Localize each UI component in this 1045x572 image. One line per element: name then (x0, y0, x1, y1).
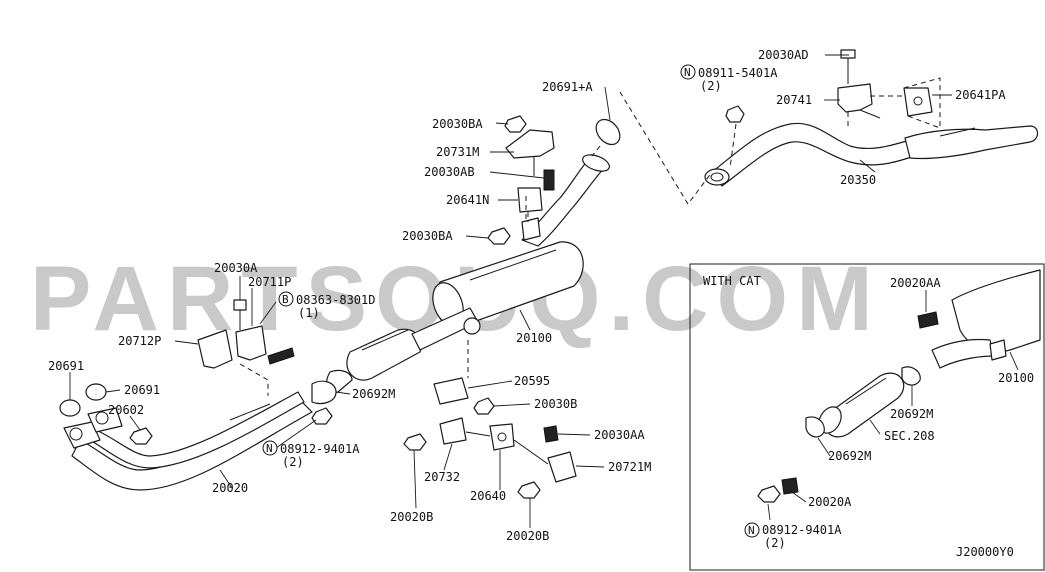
label-20602[interactable]: 20602 (108, 403, 144, 417)
rubber-20641n (517, 187, 543, 213)
bracket-20731m (505, 129, 555, 176)
hanger-bracket-20741 (837, 49, 881, 119)
main-muffler-20100 (432, 154, 610, 328)
gasket-20691a (595, 118, 621, 146)
label-20731m[interactable]: 20731M (436, 145, 479, 159)
label-20030b[interactable]: 20030B (534, 397, 577, 411)
nut-cat-08912-icon (757, 485, 781, 503)
label-20732[interactable]: 20732 (424, 470, 460, 484)
hanger-20595 (433, 377, 469, 405)
stud-20020a-icon (781, 477, 799, 495)
bolt-20030ab-icon (543, 169, 555, 191)
inset-title: WITH CAT (703, 274, 761, 288)
label-20641pa[interactable]: 20641PA (955, 88, 1006, 102)
cat-gasket-lower (805, 416, 825, 438)
label-20741[interactable]: 20741 (776, 93, 812, 107)
with-cat-inset-frame (689, 263, 1045, 571)
nut-08912-icon (311, 407, 333, 425)
label-20030ab[interactable]: 20030AB (424, 165, 475, 179)
label-20020[interactable]: 20020 (212, 481, 248, 495)
tail-pipe-20350 (704, 122, 1039, 187)
label-20691-1[interactable]: 20691 (48, 359, 84, 373)
label-08363-8301d[interactable]: 08363-8301D (296, 293, 375, 307)
bolt-20020aa-icon (917, 311, 939, 329)
label-cat-20100[interactable]: 20100 (998, 371, 1034, 385)
svg-text:B: B (282, 293, 289, 306)
nut-20020b-a-icon (403, 433, 427, 451)
label-08912-qty: (2) (282, 455, 304, 469)
gasket-20691-b (85, 383, 107, 401)
label-cat-08912-qty: (2) (764, 536, 786, 550)
label-20691-2[interactable]: 20691 (124, 383, 160, 397)
gasket-20692m (311, 380, 337, 405)
svg-text:N: N (684, 66, 691, 79)
label-cat-20020aa[interactable]: 20020AA (890, 276, 941, 290)
b-badge-08363: B (278, 291, 294, 307)
nut-20020b-b-icon (517, 481, 541, 499)
label-20100[interactable]: 20100 (516, 331, 552, 345)
cat-gasket-upper (901, 366, 921, 386)
label-cat-20020a[interactable]: 20020A (808, 495, 852, 509)
label-20692m[interactable]: 20692M (352, 387, 395, 401)
label-20595[interactable]: 20595 (514, 374, 550, 388)
cat-converter-assembly (818, 269, 1041, 438)
n-badge-08911: N (680, 64, 696, 80)
leader-lines (69, 54, 1019, 528)
label-cat-08912-9401a[interactable]: 08912-9401A (762, 523, 842, 537)
label-cat-sec208[interactable]: SEC.208 (884, 429, 935, 443)
label-20030a[interactable]: 20030A (214, 261, 258, 275)
svg-text:N: N (266, 442, 273, 455)
gasket-20691-a (59, 399, 81, 417)
label-08911-qty: (2) (700, 79, 722, 93)
label-08912-9401a[interactable]: 08912-9401A (280, 442, 360, 456)
mount-rubber-20641pa (903, 87, 933, 117)
label-20020b-2[interactable]: 20020B (506, 529, 549, 543)
label-20030ba-top[interactable]: 20030BA (432, 117, 483, 131)
label-cat-20692m-2[interactable]: 20692M (828, 449, 871, 463)
nut-20030ba-top-icon (504, 115, 527, 133)
diagram-code: J20000Y0 (956, 545, 1014, 559)
rear-bracket-assembly (439, 417, 577, 483)
n-badge-08912: N (262, 440, 278, 456)
label-20712p[interactable]: 20712P (118, 334, 161, 348)
bracket-20712p (197, 299, 295, 369)
nut-20030b-icon (473, 397, 495, 415)
label-20020b-1[interactable]: 20020B (390, 510, 433, 524)
svg-text:N: N (748, 524, 755, 537)
nut-20602-icon (129, 427, 153, 445)
part-labels[interactable]: 20030AD 08911-5401A (2) 20641PA 20741 20… (48, 48, 1034, 559)
label-20030ba-mid[interactable]: 20030BA (402, 229, 453, 243)
label-20641n[interactable]: 20641N (446, 193, 489, 207)
label-08363-qty: (1) (298, 306, 320, 320)
label-20030ad[interactable]: 20030AD (758, 48, 809, 62)
nut-20030ba-mid-icon (487, 227, 511, 245)
front-pipe-20020 (63, 391, 313, 491)
label-20030aa[interactable]: 20030AA (594, 428, 645, 442)
muffler-hanger-icon (521, 217, 541, 241)
label-20691a[interactable]: 20691+A (542, 80, 593, 94)
label-08911-5401a[interactable]: 08911-5401A (698, 66, 778, 80)
label-20640[interactable]: 20640 (470, 489, 506, 503)
n-badge-cat-08912: N (744, 522, 760, 538)
label-cat-20692m-1[interactable]: 20692M (890, 407, 933, 421)
nut-08911-icon (725, 105, 745, 123)
label-20350[interactable]: 20350 (840, 173, 876, 187)
label-20721m[interactable]: 20721M (608, 460, 651, 474)
label-20711p[interactable]: 20711P (248, 275, 291, 289)
